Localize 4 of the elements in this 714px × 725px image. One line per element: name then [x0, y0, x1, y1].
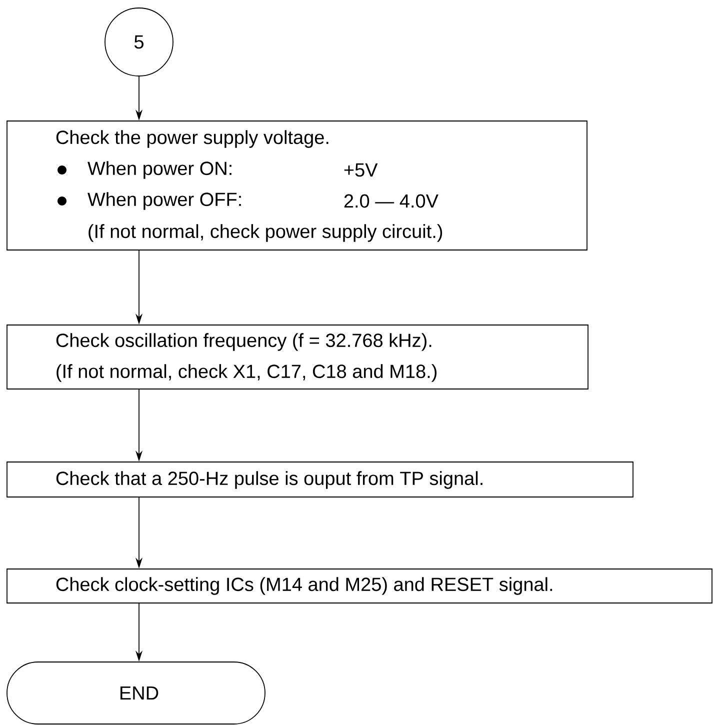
process-box: Check oscillation frequency (f = 32.768 kHz). (If not normal, check X1, C17, C18 and M18.) [6, 324, 588, 390]
process-box: Check that a 250-Hz pulse is ouput from TP signal. [6, 462, 634, 498]
process-box: Check clock-setting ICs (M14 and M25) and RESET signal. [6, 568, 712, 604]
process-box: Check the power supply voltage. When power ON: +5V When power OFF: 2.0 — 4.0V (If not normal, check power supply circuit.) [6, 120, 588, 250]
